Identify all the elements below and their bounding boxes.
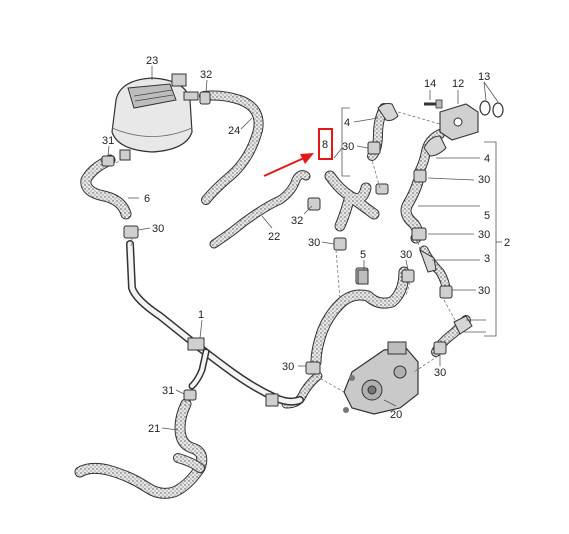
label-20: 20 [390,409,402,421]
label-3: 3 [484,253,490,265]
label-1: 1 [198,309,204,321]
label-31-bottom: 31 [162,385,174,397]
fittings [377,103,473,335]
label-30-right-3: 30 [478,285,490,297]
label-32-mid: 32 [291,215,303,227]
label-13: 13 [478,71,490,83]
label-4-upper: 4 [344,117,350,129]
highlight-box-part-8 [318,128,333,160]
label-32-top: 32 [200,69,212,81]
label-14: 14 [424,78,436,90]
label-30-left: 30 [152,223,164,235]
label-24: 24 [228,125,240,137]
expansion-tank [111,73,199,161]
label-5-mid: 5 [360,249,366,261]
label-30-mid: 30 [308,237,320,249]
leader-lines [107,66,502,431]
label-12: 12 [452,78,464,90]
label-23: 23 [146,55,158,67]
label-5-right: 5 [484,210,490,222]
label-31-top: 31 [102,135,114,147]
part-5-small [357,269,369,285]
pipe-1 [126,240,304,407]
label-4-right: 4 [484,153,490,165]
label-6: 6 [144,193,150,205]
label-30-right-2: 30 [478,229,490,241]
thermostat-housing [424,99,504,141]
label-22: 22 [268,231,280,243]
label-8: 8 [322,139,328,151]
label-2: 2 [504,237,510,249]
highlight-marker [263,128,333,177]
coolant-pump [343,341,419,415]
label-30-pump-right: 30 [434,367,446,379]
label-30-upper: 30 [342,141,354,153]
label-30-pump-left: 30 [282,361,294,373]
label-21: 21 [148,423,160,435]
label-30-center: 30 [400,249,412,261]
label-30-right-1: 30 [478,174,490,186]
hoses [74,90,471,499]
part-labels: 23 32 24 31 6 30 22 32 30 5 4 8 30 14 12… [102,55,510,435]
